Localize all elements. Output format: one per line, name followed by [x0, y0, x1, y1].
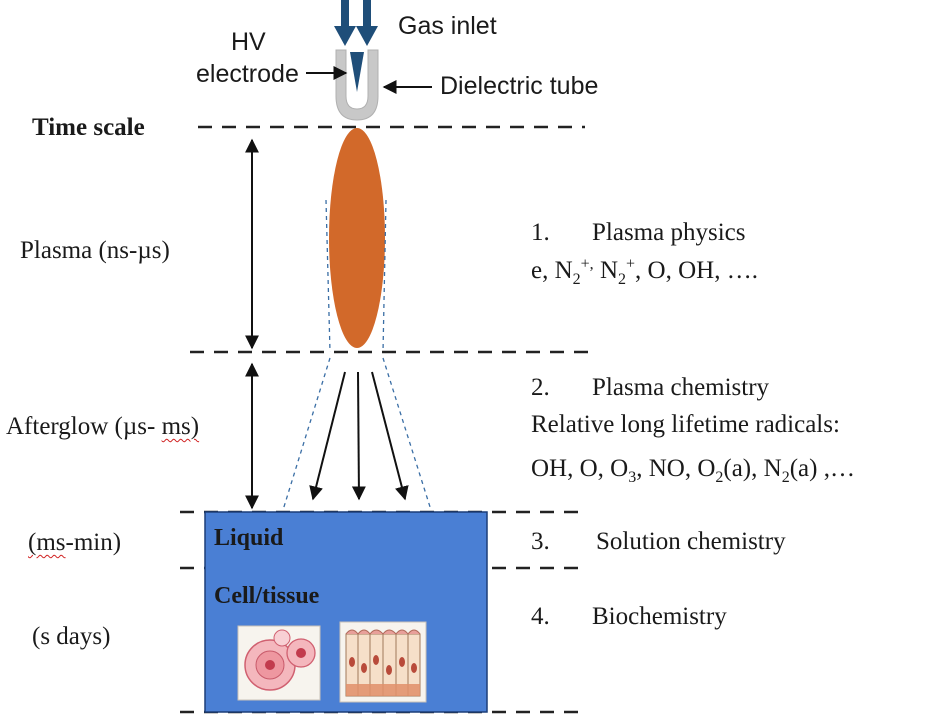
dielectric-tube-shape	[335, 49, 379, 121]
diffusion-arrows	[309, 371, 409, 501]
cell-time-label: (s days)	[32, 623, 111, 650]
stage-2-title: Plasma chemistry	[592, 374, 770, 401]
stage-4-number: 4.	[531, 603, 550, 630]
stage-1-title: Plasma physics	[592, 219, 746, 246]
liquid-label: Liquid	[214, 525, 284, 551]
stage-1-species: e, N2+, N2+, O, OH, ….	[531, 255, 758, 288]
stage-2-species: OH, O, O3, NO, O2(a), N2(a) ,…	[531, 455, 855, 486]
cells-illustration	[237, 625, 321, 701]
gas-inlet-label: Gas inlet	[398, 12, 497, 40]
cone-guides	[282, 199, 432, 511]
plasma-time-label: Plasma (ns-µs)	[20, 237, 170, 264]
gas-inlet-arrows	[334, 0, 378, 46]
afterglow-time-label: Afterglow (µs- ms)	[6, 413, 200, 440]
liquid-time-label: (ms-min)	[28, 529, 122, 556]
plasma-plume	[329, 128, 385, 348]
stage-2-number: 2.	[531, 374, 550, 401]
stage-3-title: Solution chemistry	[596, 528, 786, 555]
time-scale-header: Time scale	[32, 114, 145, 141]
electrode-label: electrode	[196, 60, 299, 88]
dielectric-tube-label: Dielectric tube	[440, 72, 599, 100]
hv-label: HV	[231, 28, 266, 56]
hv-electrode-needle	[350, 52, 364, 92]
tissue-illustration	[339, 621, 427, 703]
stage-3-number: 3.	[531, 528, 550, 555]
stage-2-subtitle: Relative long lifetime radicals:	[531, 411, 840, 438]
cell-tissue-label: Cell/tissue	[214, 583, 320, 609]
stage-4-title: Biochemistry	[592, 603, 727, 630]
stage-1-number: 1.	[531, 219, 550, 246]
